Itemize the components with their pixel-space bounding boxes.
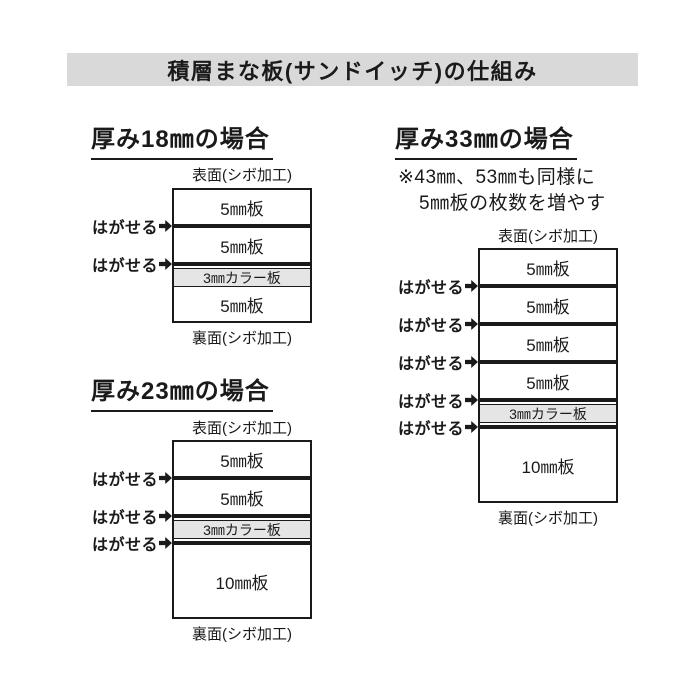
note-33mm: ※43㎜、53㎜も同様に 5㎜板の枚数を増やす: [398, 165, 606, 217]
board-label: 5㎜板: [220, 237, 264, 257]
peel-arrow-icon: [159, 510, 172, 522]
front-face-label-18mm: 表面(シボ加工): [192, 167, 292, 184]
front-face-label-33mm: 表面(シボ加工): [498, 228, 598, 245]
color-board-label: 3㎜カラー板: [203, 521, 281, 538]
peel-divider: [174, 541, 310, 545]
board-label: 10㎜板: [215, 573, 269, 593]
divider-gap: [480, 402, 616, 404]
title-bar: 積層まな板(サンドイッチ)の仕組み: [67, 53, 638, 86]
board-layer: 5㎜板: [480, 288, 616, 322]
heading-33mm: 厚み33㎜の場合: [395, 119, 577, 160]
peel-label-text: はがせる: [397, 356, 464, 373]
color-board-layer: 3㎜カラー板: [480, 404, 616, 423]
peel-label: はがせる: [86, 254, 172, 275]
board-label: 5㎜板: [220, 451, 264, 471]
peel-label: はがせる: [392, 390, 478, 411]
board-layer: 5㎜板: [174, 228, 310, 262]
board-label: 5㎜板: [526, 335, 570, 355]
peel-label: はがせる: [86, 506, 172, 527]
peel-label: はがせる: [392, 352, 478, 373]
peel-label: はがせる: [86, 533, 172, 554]
color-board-label: 3㎜カラー板: [509, 405, 587, 422]
back-face-label-33mm: 裏面(シボ加工): [498, 510, 598, 527]
peel-divider: [480, 284, 616, 288]
board-label: 5㎜板: [220, 489, 264, 509]
board-layer: 5㎜板: [174, 442, 310, 476]
peel-label-text: はがせる: [91, 220, 158, 237]
peel-arrow-icon: [465, 394, 478, 406]
board-layer: 5㎜板: [480, 326, 616, 360]
peel-label: はがせる: [392, 417, 478, 438]
peel-arrow-icon: [465, 280, 478, 292]
diagram-18mm-box: 5㎜板 5㎜板 3㎜カラー板 5㎜板: [172, 188, 312, 323]
note-line2: 5㎜板の枚数を増やす: [419, 193, 606, 214]
board-layer: 10㎜板: [174, 545, 310, 617]
peel-label: はがせる: [86, 216, 172, 237]
diagram-33mm-box: 5㎜板 5㎜板 5㎜板 5㎜板 3㎜カラー板 10㎜板: [478, 248, 618, 503]
heading-23mm: 厚み23㎜の場合: [91, 371, 273, 412]
peel-label-text: はがせる: [91, 472, 158, 489]
peel-label-text: はがせる: [91, 537, 158, 554]
divider-gap: [480, 423, 616, 425]
peel-divider: [480, 398, 616, 402]
board-layer: 5㎜板: [480, 364, 616, 398]
peel-arrow-icon: [465, 421, 478, 433]
peel-label: はがせる: [392, 314, 478, 335]
board-label: 5㎜板: [526, 259, 570, 279]
color-board-label: 3㎜カラー板: [203, 269, 281, 286]
divider-gap: [174, 266, 310, 268]
peel-arrow-icon: [159, 258, 172, 270]
board-layer: 5㎜板: [174, 190, 310, 224]
peel-divider: [480, 425, 616, 429]
back-face-label-18mm: 裏面(シボ加工): [192, 330, 292, 347]
peel-divider: [174, 224, 310, 228]
peel-divider: [174, 514, 310, 518]
peel-label-text: はがせる: [397, 394, 464, 411]
back-face-label-23mm: 裏面(シボ加工): [192, 626, 292, 643]
board-layer: 5㎜板: [174, 480, 310, 514]
board-label: 5㎜板: [526, 297, 570, 317]
color-board-layer: 3㎜カラー板: [174, 520, 310, 539]
peel-label-text: はがせる: [91, 510, 158, 527]
note-line1: ※43㎜、53㎜も同様に: [398, 167, 596, 188]
peel-label-text: はがせる: [397, 318, 464, 335]
peel-label: はがせる: [392, 276, 478, 297]
peel-divider: [174, 262, 310, 266]
peel-label-text: はがせる: [91, 258, 158, 275]
board-layer: 10㎜板: [480, 429, 616, 501]
peel-arrow-icon: [465, 356, 478, 368]
divider-gap: [174, 518, 310, 520]
board-layer: 5㎜板: [174, 287, 310, 321]
board-label: 5㎜板: [220, 296, 264, 316]
page-title: 積層まな板(サンドイッチ)の仕組み: [167, 58, 538, 84]
peel-label-text: はがせる: [397, 280, 464, 297]
diagram-23mm-box: 5㎜板 5㎜板 3㎜カラー板 10㎜板: [172, 440, 312, 619]
color-board-layer: 3㎜カラー板: [174, 268, 310, 287]
heading-18mm: 厚み18㎜の場合: [91, 119, 273, 160]
board-layer: 5㎜板: [480, 250, 616, 284]
peel-arrow-icon: [159, 220, 172, 232]
peel-divider: [174, 476, 310, 480]
peel-label-text: はがせる: [397, 421, 464, 438]
board-label: 5㎜板: [526, 373, 570, 393]
peel-arrow-icon: [159, 537, 172, 549]
peel-arrow-icon: [159, 472, 172, 484]
board-label: 10㎜板: [521, 457, 575, 477]
peel-divider: [480, 360, 616, 364]
board-label: 5㎜板: [220, 199, 264, 219]
peel-label: はがせる: [86, 468, 172, 489]
peel-arrow-icon: [465, 318, 478, 330]
peel-divider: [480, 322, 616, 326]
front-face-label-23mm: 表面(シボ加工): [192, 420, 292, 437]
divider-gap: [174, 539, 310, 541]
